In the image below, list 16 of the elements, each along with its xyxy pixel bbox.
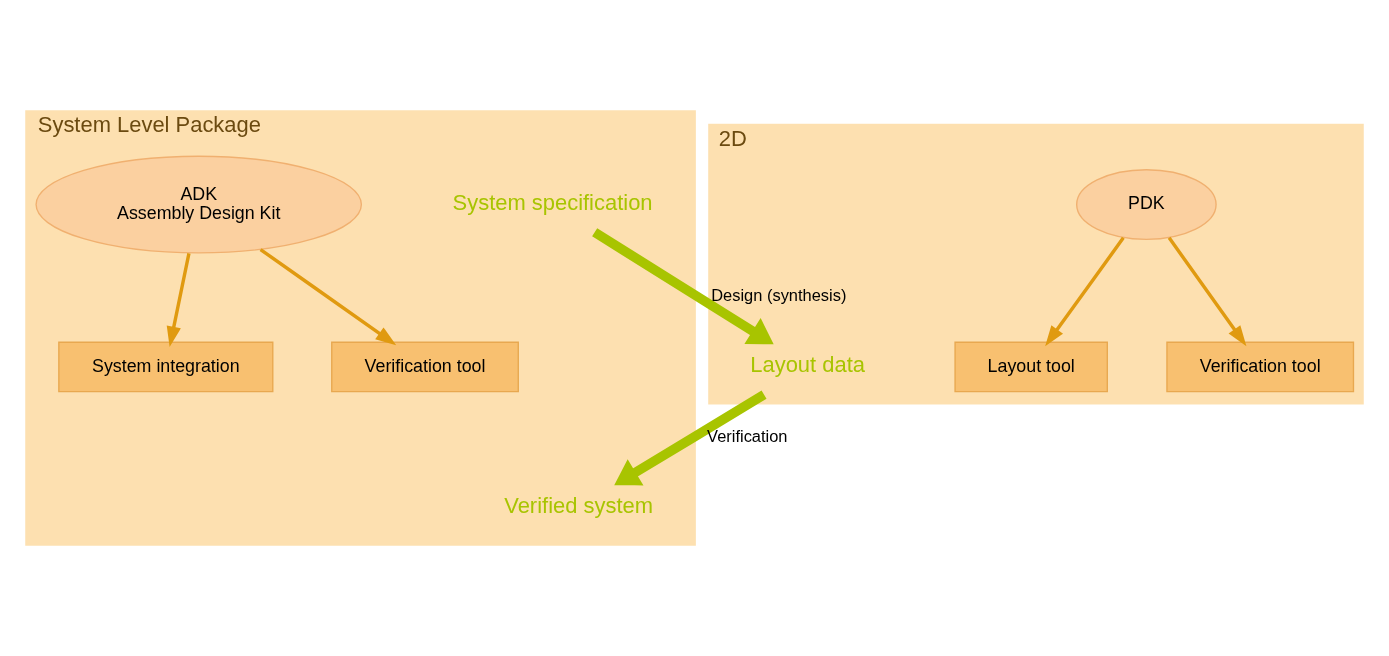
node-box: Layout tool <box>954 341 1108 393</box>
node-ellipse: ADK Assembly Design Kit <box>35 155 363 254</box>
node-text: System specification <box>452 189 653 215</box>
node-box: System integration <box>58 341 274 393</box>
node-ellipse: PDK <box>1076 169 1217 241</box>
arrow <box>592 228 774 345</box>
node-box: Verification tool <box>1166 341 1355 393</box>
node-text: Verified system <box>504 493 653 519</box>
node-box: Verification tool <box>331 341 519 393</box>
edge-label: Verification <box>707 426 788 445</box>
edge-label: Design (synthesis) <box>711 285 847 304</box>
arrow <box>166 253 191 348</box>
arrow <box>259 248 397 346</box>
arrow <box>1167 236 1247 347</box>
node-text: Layout data <box>750 352 865 378</box>
arrow <box>1045 236 1125 347</box>
